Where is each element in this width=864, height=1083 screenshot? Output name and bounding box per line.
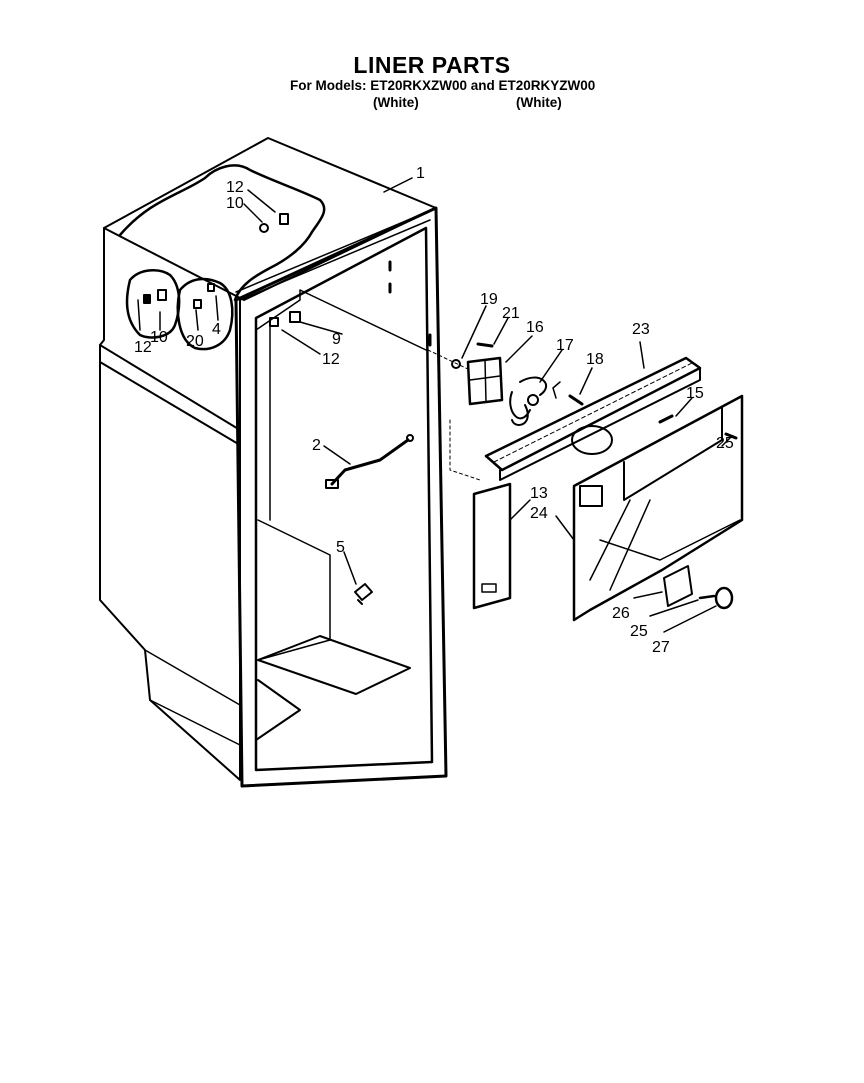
cabinet-interior-top-edge — [255, 289, 427, 351]
callout-25-right: 25 — [716, 435, 734, 452]
models-line: For Models: ET20RKXZW00 and ET20RKYZW00 — [290, 78, 596, 93]
part-23-air-grille — [484, 356, 702, 481]
callout-10-top: 10 — [226, 195, 244, 212]
part-12-top — [279, 213, 289, 225]
callout-15: 15 — [686, 385, 704, 402]
callout-16: 16 — [526, 319, 544, 336]
callout-18: 18 — [586, 351, 604, 368]
cabinet-top — [103, 137, 437, 301]
foam-outlines — [118, 164, 326, 351]
part-10-side — [157, 289, 167, 301]
part-25-screw-right — [724, 432, 738, 440]
callout-5: 5 — [336, 539, 345, 556]
part-19-grommet — [451, 359, 461, 369]
cabinet-front-frame — [234, 206, 448, 788]
part-26-27-plug — [663, 565, 734, 610]
callout-labels: 1 2 4 5 9 10 10 12 12 12 13 15 16 17 18 … — [134, 165, 734, 656]
page-title: LINER PARTS — [353, 52, 511, 78]
foam-outline-top — [118, 164, 326, 302]
part-13-panel — [472, 482, 512, 610]
part-20 — [193, 299, 202, 309]
callout-17: 17 — [556, 337, 574, 354]
part-21-screw — [476, 342, 494, 348]
callout-26: 26 — [612, 605, 630, 622]
cabinet-divider-band — [99, 344, 241, 446]
cabinet-top-ridge — [235, 214, 431, 301]
cabinet-floor-ridge — [255, 679, 301, 741]
foam-outline-side-right — [176, 277, 234, 351]
callout-9: 9 — [332, 331, 341, 348]
callout-1: 1 — [416, 165, 425, 182]
part-12-inner — [269, 317, 279, 327]
callout-24: 24 — [530, 505, 548, 522]
callout-4: 4 — [212, 321, 221, 338]
part-16-motor — [466, 356, 504, 406]
cabinet-front-opening — [254, 226, 434, 772]
callout-20: 20 — [186, 333, 204, 350]
callout-13: 13 — [530, 485, 548, 502]
cabinet-leader-line — [427, 349, 481, 481]
part-9 — [289, 311, 301, 323]
model-2-color: (White) — [516, 95, 562, 110]
model-1-color: (White) — [373, 95, 419, 110]
callout-21: 21 — [502, 305, 520, 322]
part-18-screw — [568, 394, 584, 406]
part-24-evaporator-cover — [572, 394, 744, 622]
part-5-clip — [354, 583, 373, 605]
top-fasteners — [143, 213, 301, 327]
part-4 — [207, 283, 215, 292]
part-2-light-harness — [325, 434, 414, 489]
callout-23: 23 — [632, 321, 650, 338]
callout-2: 2 — [312, 437, 321, 454]
cabinet-side-clips — [388, 260, 432, 347]
cabinet-lower-step — [144, 649, 241, 746]
part-10-top — [259, 223, 269, 233]
callout-12-top: 12 — [226, 179, 244, 196]
cabinet-left-side — [99, 227, 241, 781]
part-15-screw — [658, 414, 674, 424]
foam-outline-side-left — [125, 269, 181, 339]
cabinet-bin-shelf — [257, 635, 411, 695]
cabinet-liner — [99, 137, 481, 788]
part-12-side — [143, 294, 151, 304]
callout-10-side: 10 — [150, 329, 168, 346]
callout-12-side: 12 — [134, 339, 152, 356]
callout-27: 27 — [652, 639, 670, 656]
cabinet-interior-wall — [257, 317, 331, 661]
callout-12-inner: 12 — [322, 351, 340, 368]
callout-19: 19 — [480, 291, 498, 308]
fan-hub — [527, 394, 539, 406]
part-17-fan-blade — [509, 376, 548, 426]
fan-motor-assembly — [451, 342, 548, 426]
leader-lines — [137, 177, 731, 633]
callout-25-bottom: 25 — [630, 623, 648, 640]
